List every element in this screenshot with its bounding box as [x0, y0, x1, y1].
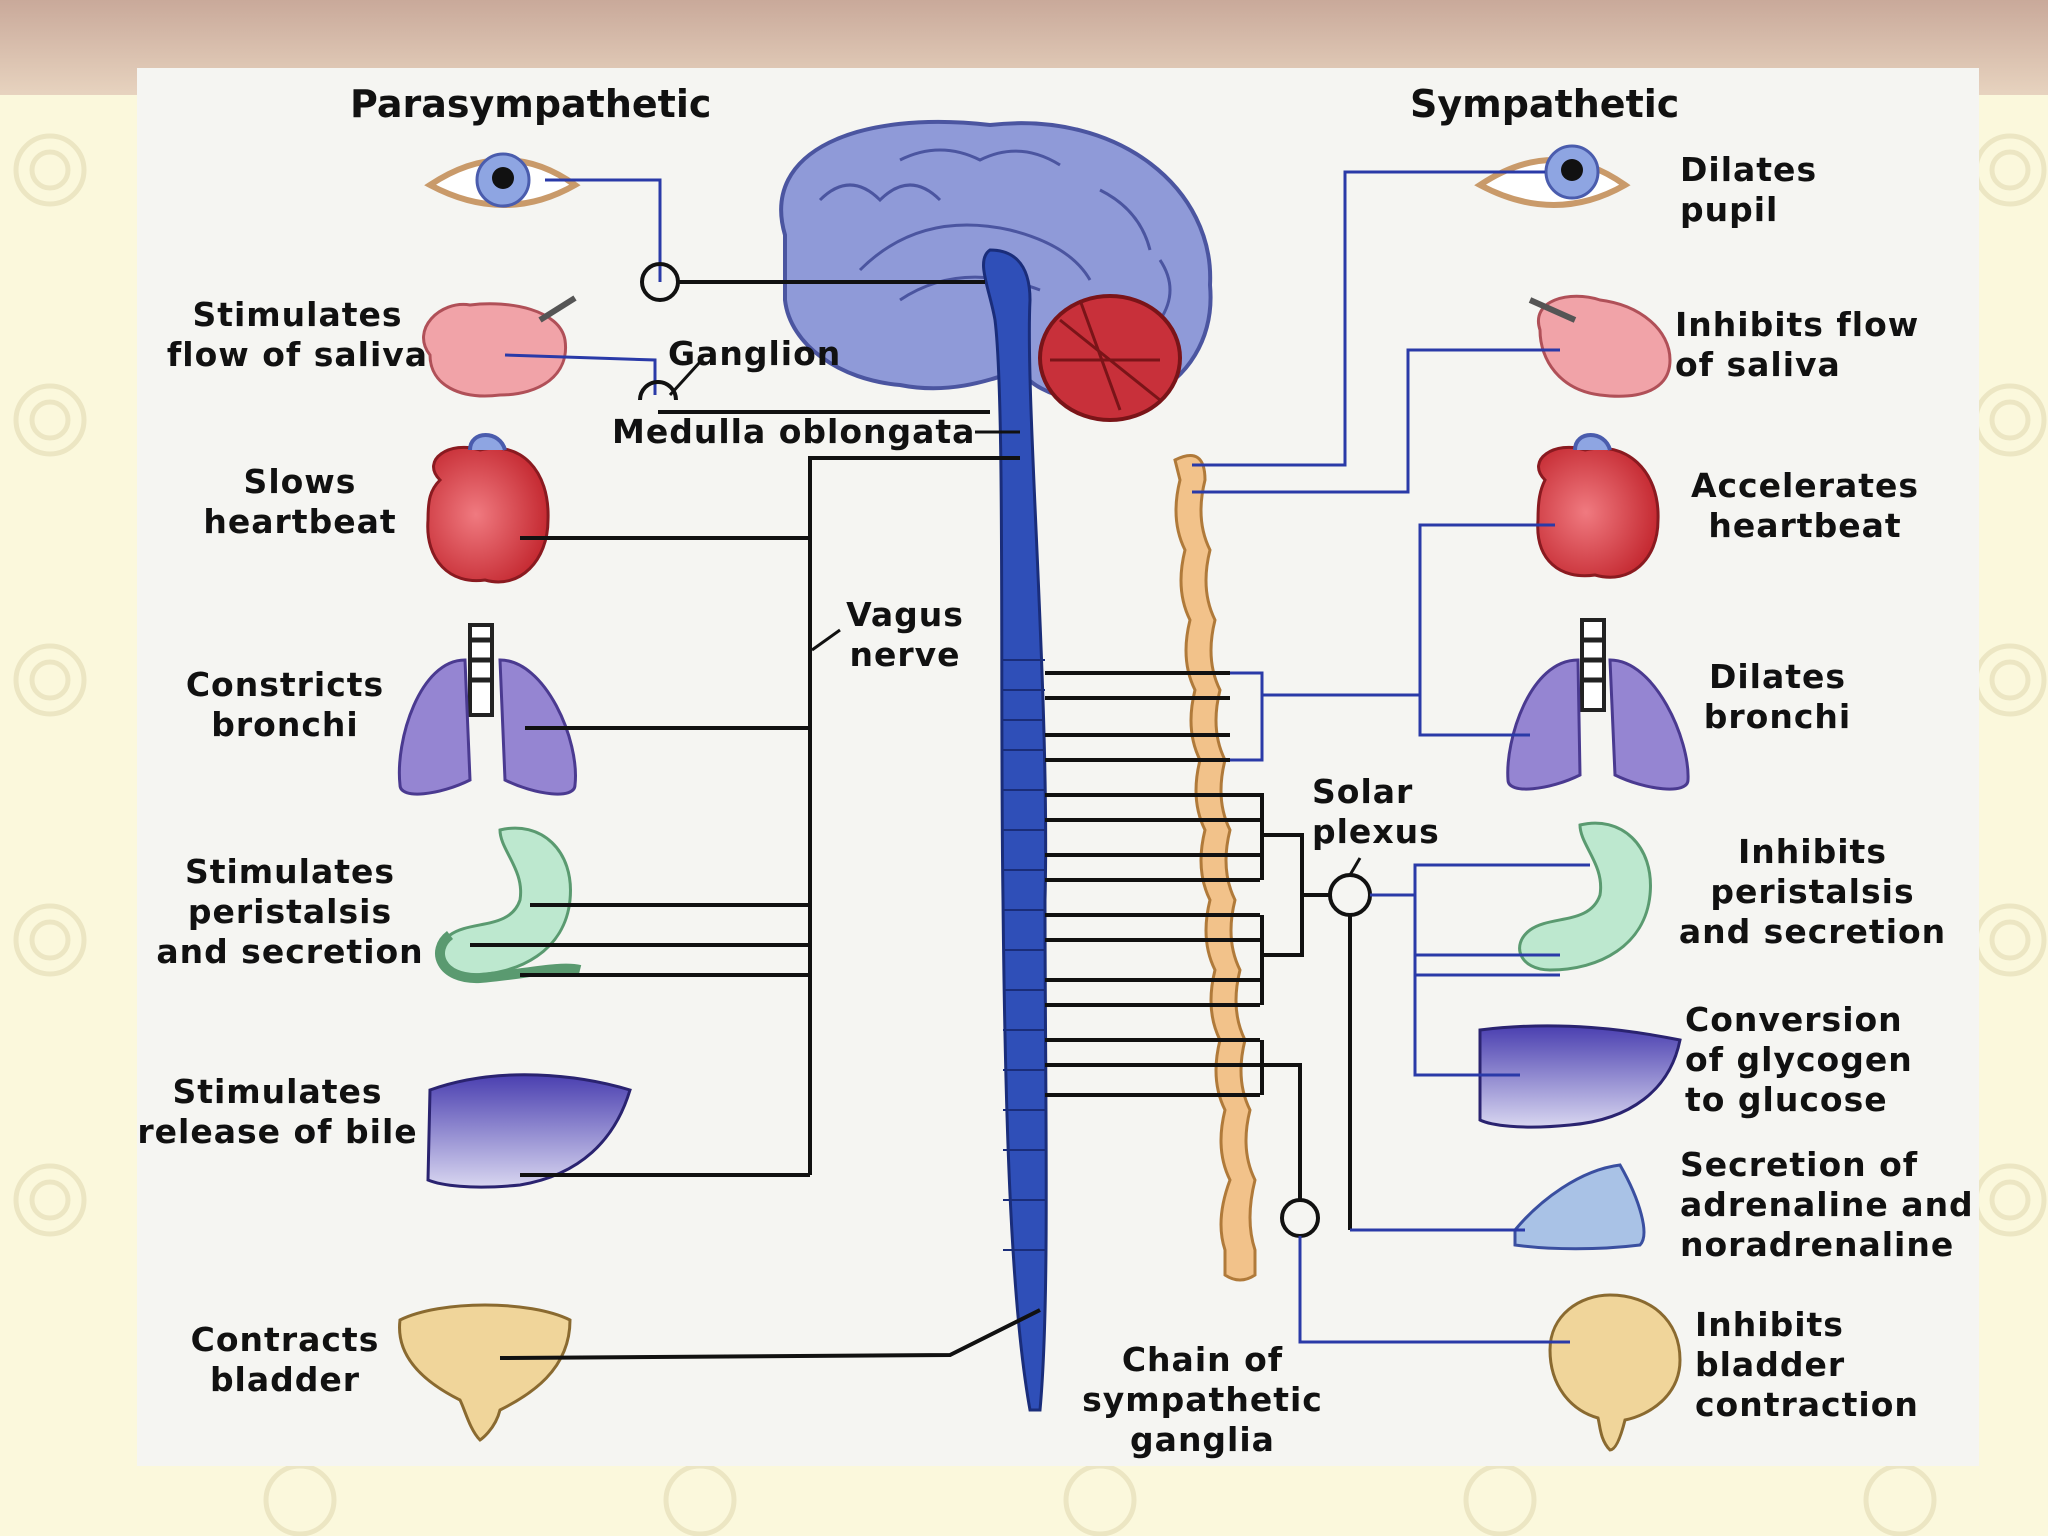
symp-liver-line2: of glycogen: [1685, 1040, 1913, 1079]
symp-liver-line1: Conversion: [1685, 1000, 1903, 1039]
para-bronchi-line1: Constricts: [185, 665, 385, 704]
para-stomach-line3: and secretion: [156, 932, 424, 971]
symp-bladder-line3: contraction: [1695, 1385, 1919, 1424]
symp-stomach-line3: and secretion: [1678, 912, 1947, 951]
symp-bronchi-label: Dilates bronchi: [1685, 657, 1870, 737]
sympathetic-header: Sympathetic: [1410, 82, 1680, 126]
symp-stomach-line2: peristalsis: [1710, 872, 1915, 911]
symp-heart-label: Accelerates heartbeat: [1680, 466, 1930, 546]
para-saliva-line2: flow of saliva: [166, 335, 429, 374]
symp-heart-line1: Accelerates: [1690, 466, 1920, 505]
bladder-icon-right: [1548, 1293, 1682, 1452]
parasympathetic-header: Parasympathetic: [350, 82, 712, 126]
symp-bronchi-line2: bronchi: [1703, 697, 1852, 736]
symp-bladder-label: Inhibits bladder contraction: [1695, 1305, 1919, 1425]
vertebral-segments: [1003, 659, 1045, 1251]
symp-adrenal-line3: noradrenaline: [1680, 1225, 1955, 1264]
symp-saliva-label: Inhibits flow of saliva: [1675, 305, 1919, 385]
symp-stomach-label: Inhibits peristalsis and secretion: [1675, 832, 1950, 952]
para-bronchi-line2: bronchi: [211, 705, 359, 744]
liver-icon-right: [1478, 1024, 1682, 1129]
chain-line2: sympathetic: [1082, 1380, 1323, 1419]
adrenal-gland-icon: [1513, 1163, 1646, 1251]
symp-bladder-line2: bladder: [1695, 1345, 1846, 1384]
cerebellum: [1038, 294, 1182, 422]
solar-plexus-label: Solar plexus: [1312, 772, 1440, 852]
parasympathetic-pathways: [470, 178, 1041, 1360]
para-saliva-label: Stimulates flow of saliva: [165, 295, 430, 375]
para-bladder-line1: Contracts: [190, 1320, 380, 1359]
para-stomach-label: Stimulates peristalsis and secretion: [145, 852, 435, 972]
symp-heart-line2: heartbeat: [1708, 506, 1902, 545]
para-liver-line2: release of bile: [137, 1112, 418, 1151]
bladder-icon-left: [398, 1303, 572, 1442]
chain-line1: Chain of: [1121, 1340, 1284, 1379]
para-liver-line1: Stimulates: [172, 1072, 383, 1111]
heart-icon-right: [1536, 433, 1660, 579]
symp-adrenal-line1: Secretion of: [1680, 1145, 1919, 1184]
stomach-icon-right: [1518, 821, 1652, 972]
vagus-nerve-label: Vagus nerve: [820, 595, 990, 675]
para-bladder-line2: bladder: [209, 1360, 361, 1399]
symp-adrenal-label: Secretion of adrenaline and noradrenalin…: [1680, 1145, 1974, 1265]
para-liver-label: Stimulates release of bile: [135, 1072, 420, 1152]
solar-line1: Solar: [1312, 772, 1414, 811]
symp-saliva-line2: of saliva: [1675, 345, 1841, 384]
liver-icon-left: [426, 1073, 632, 1189]
para-heart-line2: heartbeat: [203, 502, 397, 541]
heart-icon-left: [426, 433, 550, 584]
salivary-gland-icon-left: [422, 302, 568, 398]
symp-eye-line1: Dilates: [1680, 150, 1818, 189]
solar-line2: plexus: [1312, 812, 1440, 851]
sympathetic-pathways: [1045, 170, 1590, 1344]
vagus-line1: Vagus: [846, 595, 964, 634]
chain-line3: ganglia: [1130, 1420, 1275, 1459]
lungs-icon-right: [1506, 618, 1690, 791]
symp-saliva-line1: Inhibits flow: [1675, 305, 1920, 344]
para-bladder-label: Contracts bladder: [175, 1320, 395, 1400]
symp-bladder-line1: Inhibits: [1695, 1305, 1844, 1344]
symp-stomach-line1: Inhibits: [1738, 832, 1887, 871]
symp-adrenal-line2: adrenaline and: [1680, 1185, 1974, 1224]
para-heart-label: Slows heartbeat: [190, 462, 410, 542]
medulla-oblongata-label: Medulla oblongata: [612, 412, 976, 451]
para-stomach-line1: Stimulates: [184, 852, 396, 891]
chain-ganglia-label: Chain of sympathetic ganglia: [1070, 1340, 1335, 1460]
para-heart-line1: Slows: [243, 462, 357, 501]
para-bronchi-label: Constricts bronchi: [175, 665, 395, 745]
ganglion-label: Ganglion: [668, 334, 842, 373]
symp-bronchi-line1: Dilates: [1708, 657, 1847, 696]
para-stomach-line2: peristalsis: [187, 892, 393, 931]
symp-eye-label: Dilates pupil: [1680, 150, 1817, 230]
para-saliva-line1: Stimulates: [192, 295, 403, 334]
vagus-line2: nerve: [849, 635, 961, 674]
symp-eye-line2: pupil: [1680, 190, 1779, 229]
eye-icon-left: [424, 152, 581, 208]
symp-liver-line3: to glucose: [1685, 1080, 1888, 1119]
symp-liver-label: Conversion of glycogen to glucose: [1685, 1000, 1913, 1120]
